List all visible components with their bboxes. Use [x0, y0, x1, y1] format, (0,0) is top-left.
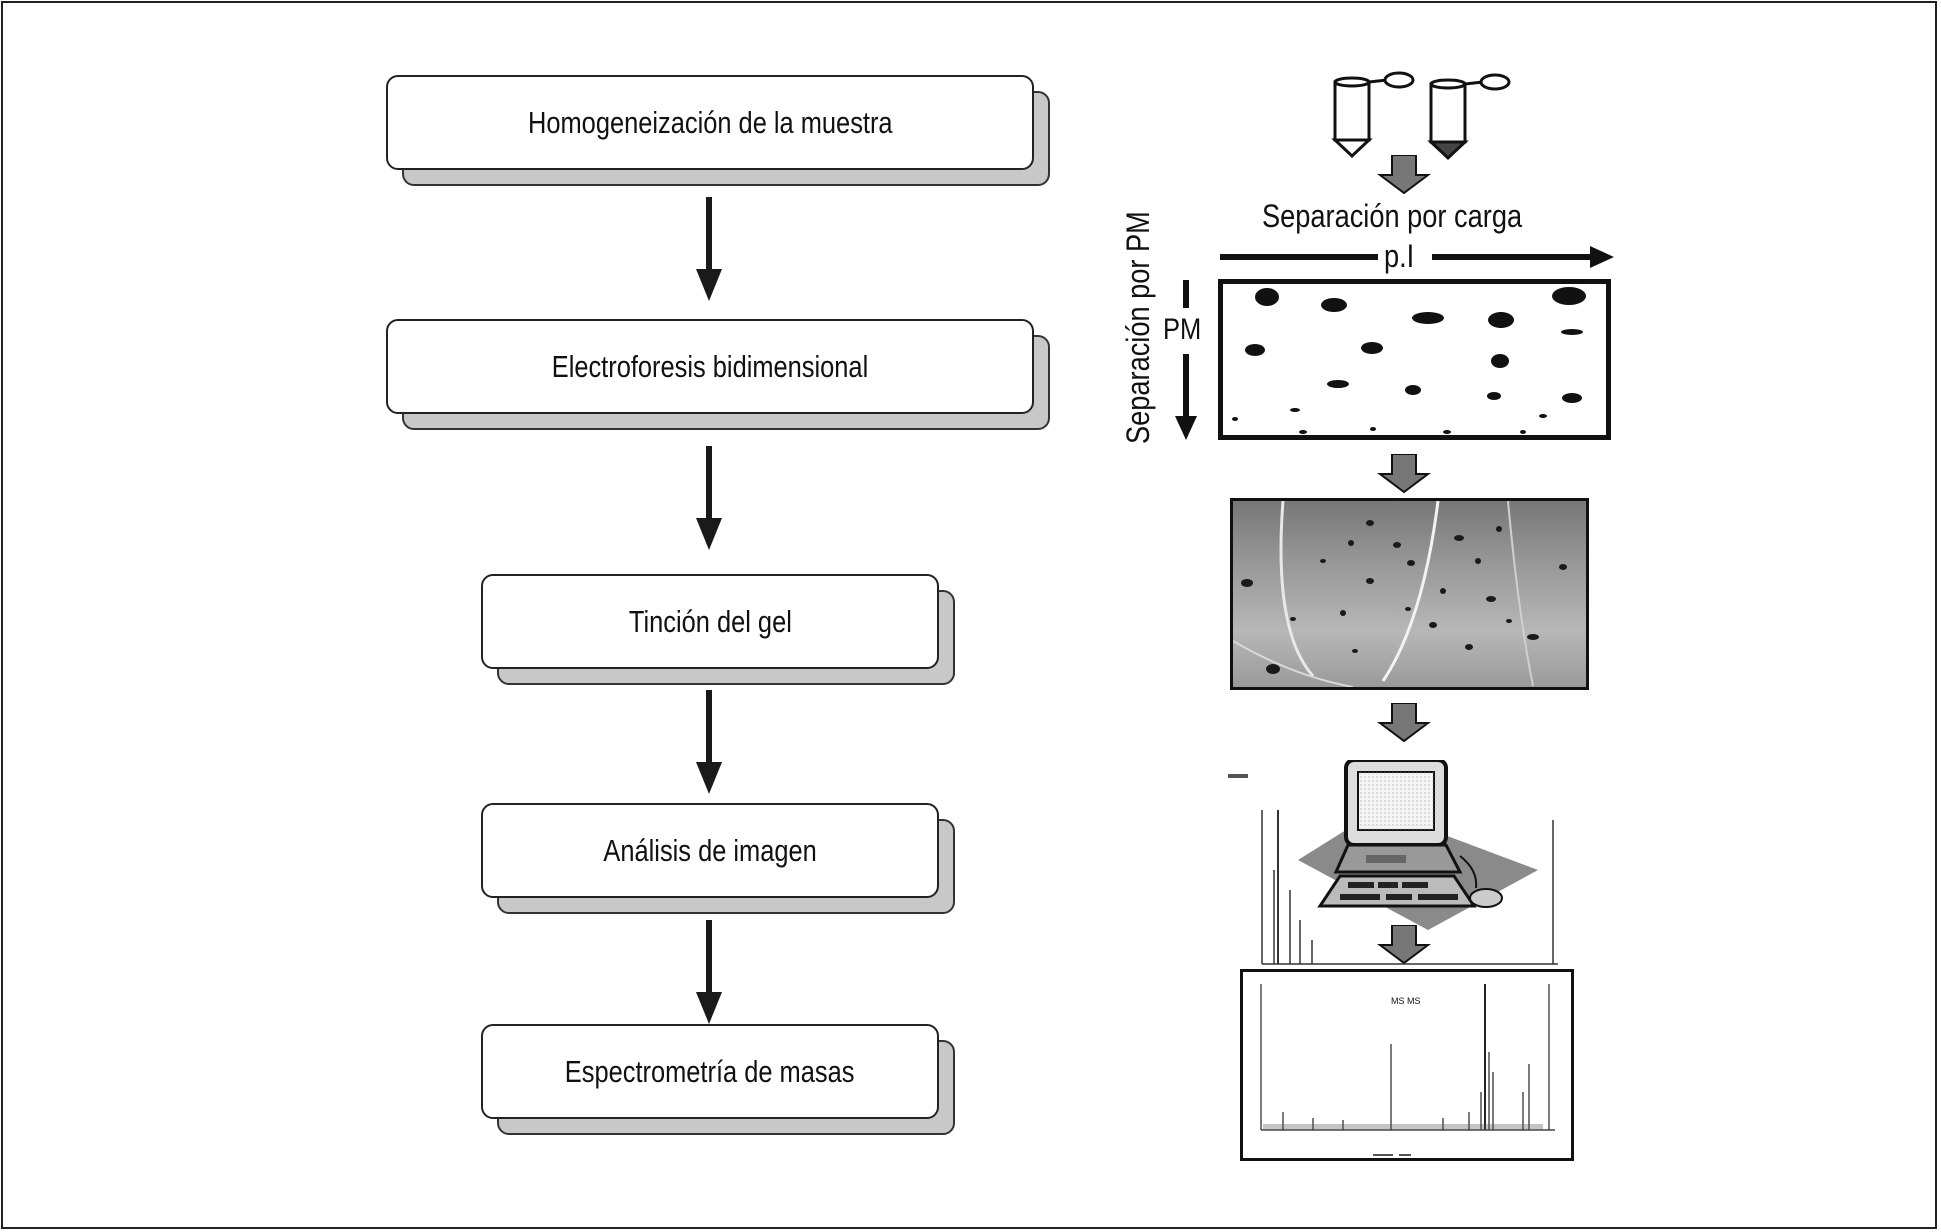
step-box: Análisis de imagen: [481, 803, 939, 898]
step-label: Espectrometría de masas: [565, 1053, 855, 1089]
down-arrow-icon: [1175, 280, 1197, 440]
step-image-analysis: Análisis de imagen: [481, 803, 955, 914]
step-label: Tinción del gel: [628, 603, 792, 639]
step-gel-staining: Tinción del gel: [481, 574, 955, 685]
step-box: Tinción del gel: [481, 574, 939, 669]
pm-label: PM: [1163, 313, 1202, 347]
computer-analysis-icon: [1228, 760, 1558, 965]
step-box: Homogeneización de la muestra: [386, 75, 1034, 170]
step-box: Espectrometría de masas: [481, 1024, 939, 1119]
gray-down-arrow-icon: [1377, 703, 1431, 743]
down-arrow-icon: [696, 446, 722, 550]
mw-separation-label: Separación por PM: [1120, 211, 1156, 444]
step-label: Homogeneización de la muestra: [527, 104, 893, 140]
gray-down-arrow-icon: [1377, 454, 1431, 494]
ms-ms-spectrum: MS MS: [1240, 969, 1574, 1161]
step-mass-spectrometry: Espectrometría de masas: [481, 1024, 955, 1135]
down-arrow-icon: [696, 920, 722, 1024]
step-label: Electroforesis bidimensional: [551, 348, 869, 384]
2d-gel-schematic: [1218, 279, 1611, 440]
step-sample-homogenization: Homogeneización de la muestra: [386, 75, 1050, 186]
step-2d-electrophoresis: Electroforesis bidimensional: [386, 319, 1050, 430]
sample-tubes-icon: [1331, 71, 1511, 161]
step-box: Electroforesis bidimensional: [386, 319, 1034, 414]
gray-down-arrow-icon: [1377, 155, 1431, 195]
stained-gel-photo: [1230, 498, 1589, 690]
right-arrow-icon: [1220, 246, 1614, 268]
step-label: Análisis de imagen: [603, 832, 817, 868]
pi-label: p.I: [1384, 238, 1415, 274]
spectrum-peaks-icon: [1260, 984, 1555, 1156]
spectrum-label: MS MS: [1391, 996, 1421, 1006]
gray-down-arrow-icon: [1377, 925, 1431, 965]
charge-separation-label: Separación por carga: [1262, 198, 1523, 234]
protein-spots-icon: [1232, 287, 1586, 434]
down-arrow-icon: [696, 197, 722, 301]
down-arrow-icon: [696, 690, 722, 794]
gel-photo-spots-icon: [1233, 501, 1567, 687]
